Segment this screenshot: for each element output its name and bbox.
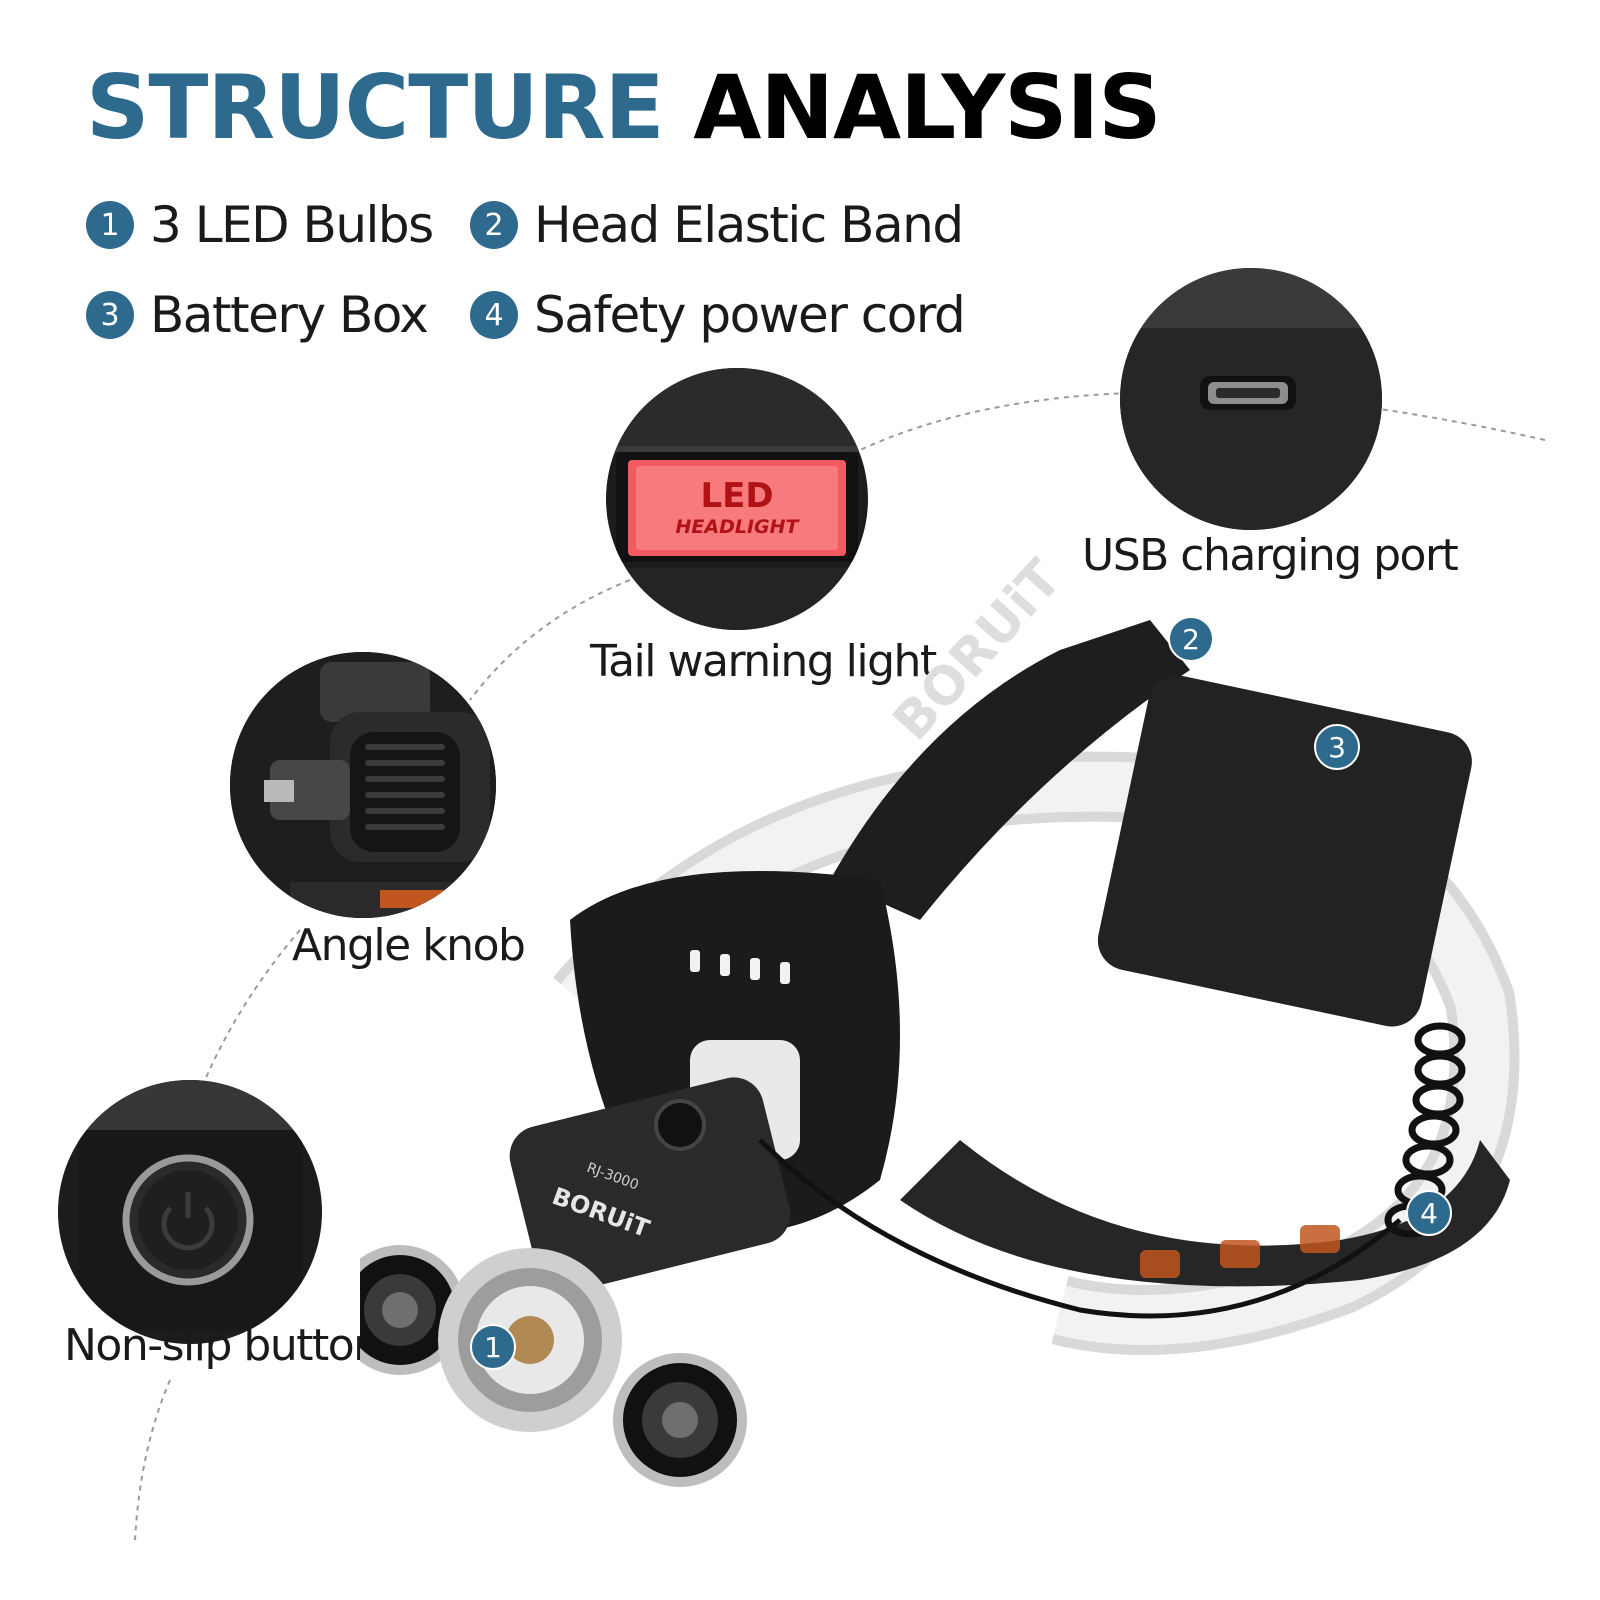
legend-item-battery-box: 3 Battery Box — [86, 286, 429, 344]
legend-number-badge: 1 — [86, 201, 134, 249]
legend-number-badge: 3 — [86, 291, 134, 339]
usb-port-zoom — [1120, 268, 1382, 530]
title-word-structure: STRUCTURE — [86, 56, 665, 159]
legend-label: 3 LED Bulbs — [150, 196, 434, 254]
legend-number-badge: 2 — [470, 201, 518, 249]
callout-usb-port: USB charging port — [1082, 530, 1459, 581]
marker-battery-box: 3 — [1314, 724, 1360, 770]
micro-usb-port-icon — [1120, 268, 1382, 530]
power-icon — [58, 1080, 322, 1330]
legend-number-badge: 4 — [470, 291, 518, 339]
led-label: LED — [700, 476, 774, 516]
marker-power-cord: 4 — [1406, 1190, 1452, 1236]
headlamp-icon — [360, 620, 1520, 1487]
legend-item-led-bulbs: 1 3 LED Bulbs — [86, 196, 434, 254]
angle-knob-zoom — [230, 652, 496, 918]
tail-light-zoom: LED HEADLIGHT — [606, 368, 868, 630]
marker-led-bulbs: 1 — [470, 1324, 516, 1370]
headlight-label: HEADLIGHT — [675, 516, 799, 538]
title-word-analysis: ANALYSIS — [693, 56, 1161, 159]
button-zoom — [58, 1080, 322, 1344]
callout-angle-knob: Angle knob — [292, 920, 526, 971]
legend-label: Battery Box — [150, 286, 429, 344]
legend-item-power-cord: 4 Safety power cord — [470, 286, 966, 344]
angle-knob-icon — [230, 652, 496, 918]
callout-tail-light: Tail warning light — [590, 636, 937, 687]
legend-label: Head Elastic Band — [534, 196, 964, 254]
legend-item-elastic-band: 2 Head Elastic Band — [470, 196, 964, 254]
marker-elastic-band: 2 — [1168, 616, 1214, 662]
page-title: STRUCTURE ANALYSIS — [86, 56, 1162, 159]
callout-button: Non-slip button — [64, 1320, 381, 1371]
legend-label: Safety power cord — [534, 286, 966, 344]
